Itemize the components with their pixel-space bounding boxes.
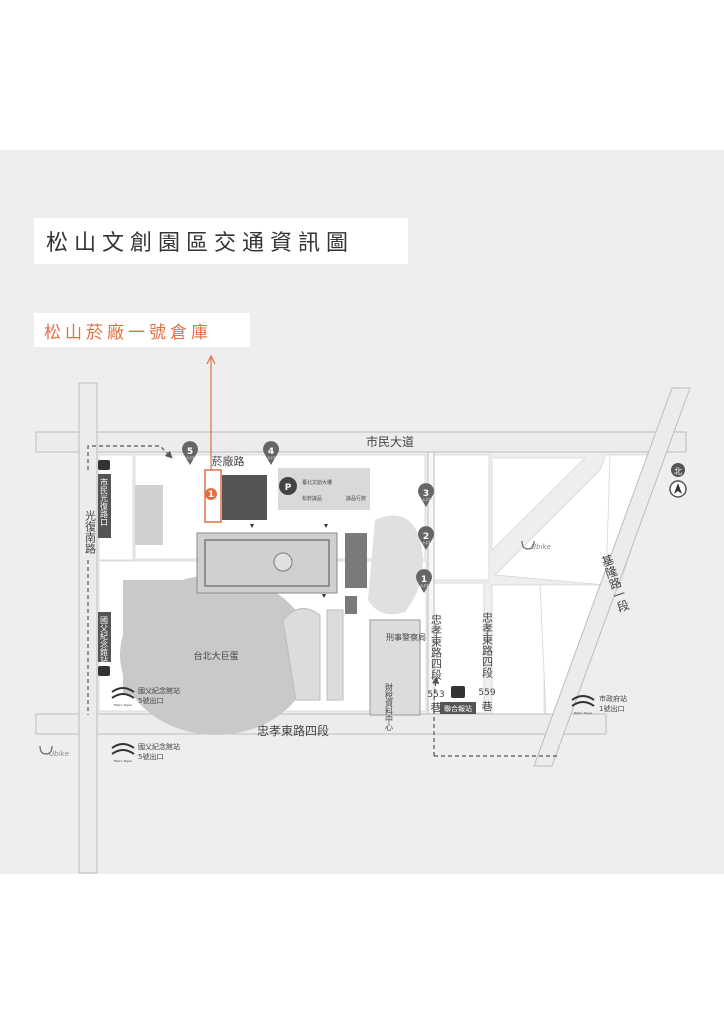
target-building-label: 松山菸廠一號倉庫 (34, 313, 250, 347)
road-label-guangfu: 光復南路 (84, 509, 97, 555)
bus-icon (451, 686, 465, 698)
gate-pin-icon: 1 入口 (416, 569, 432, 593)
bus-stop-guangfu: 市民光復路口 (98, 460, 111, 538)
road-label-lane-559: 忠孝東路四段 (481, 612, 494, 679)
bus-stop-lane-label: 聯合報站 (444, 704, 472, 713)
bus-stop-memorial-label: 國父紀念館站 (100, 616, 109, 665)
gate-1-label: 入口 (420, 583, 428, 588)
metro-exit5b-station: 國父紀念館站 (138, 742, 180, 751)
metro-brand: Metro Taipei (114, 759, 132, 763)
lane-559-suffix: 巷 (482, 700, 493, 713)
parking-icon (279, 477, 297, 495)
metro-cityhall-station: 市政府站 (599, 694, 627, 703)
walking-routes (87, 445, 558, 757)
dome-label: 台北大巨蛋 (193, 650, 238, 662)
site-features (120, 468, 423, 735)
tax-label: 財稅資料中心 (385, 682, 394, 731)
compass-icon: 北 (669, 463, 687, 498)
gate-3-number: 3 (423, 489, 429, 499)
ubike-label: Ubike (49, 750, 69, 758)
road-label-yancheng: 菸廠路 (212, 454, 245, 468)
parking-label: P (285, 483, 292, 493)
gate-pins: 1 入口 2 入口 3 入口 4 入口 5 入口 (182, 441, 434, 593)
gate-pin-icon: 2 入口 (418, 526, 434, 550)
ubike-icon: Ubike (521, 540, 551, 551)
lane-559-number: 559 (478, 688, 495, 698)
gate-4-label: 入口 (267, 455, 275, 460)
police-label-text: 刑事警察局 (386, 632, 426, 642)
road-label-zhongxiao: 忠孝東路四段 (257, 723, 329, 738)
compass-label: 北 (674, 467, 682, 476)
gate-2-label: 入口 (422, 540, 430, 545)
target-marker-label: 1 (208, 490, 214, 500)
gate-5-label: 入口 (186, 455, 194, 460)
metro-exit5-exit: 5號出口 (138, 696, 163, 705)
entrance-arrows (250, 524, 328, 598)
main-factory-building (196, 532, 338, 594)
metro-exit5-station: 國父紀念館站 (138, 686, 180, 695)
warehouse-block (222, 475, 267, 520)
metro-exit5b-exit: 5號出口 (138, 752, 163, 761)
bus-stop-guangfu-label: 市民光復路口 (100, 477, 109, 526)
gate-4-number: 4 (268, 447, 274, 457)
metro-brand: Metro Taipei (114, 703, 132, 707)
eslite-hotel-label: 臺北文創大樓 (302, 479, 332, 486)
metro-exit-5b: Metro Taipei 國父紀念館站 5號出口 (111, 742, 180, 763)
bus-icon (98, 460, 110, 470)
gate-pin-icon: 4 入口 (263, 441, 279, 465)
eslite-store-label: 誠品行旅 (346, 495, 366, 502)
gate-pin-icon: 3 入口 (418, 483, 434, 507)
metro-icon (571, 695, 595, 707)
lane-553-number: 553 (427, 690, 444, 700)
gate-3-label: 入口 (422, 497, 430, 502)
road-label-shimin: 市民大道 (366, 434, 414, 449)
bus-stop-memorial: 國父紀念館站 (98, 612, 111, 676)
gate-pin-icon: 5 入口 (182, 441, 198, 465)
eslite-mall-label: 松菸誠品 (302, 495, 322, 502)
metro-icon (111, 743, 135, 755)
target-marker (205, 488, 217, 500)
gate-2-number: 2 (423, 532, 429, 542)
bus-stop-lane: 聯合報站 (440, 686, 476, 714)
metro-icon (111, 687, 135, 699)
metro-exit-cityhall: Metro Taipei 市政府站 1號出口 (571, 694, 627, 715)
page-title: 松山文創園區交通資訊圖 (34, 218, 408, 264)
metro-brand: Metro Taipei (574, 711, 592, 715)
metro-exit-5: Metro Taipei 國父紀念館站 5號出口 (111, 686, 180, 707)
lane-553-suffix: 巷 (431, 701, 442, 714)
gate-5-number: 5 (187, 447, 193, 457)
road-label-lane-553: 忠孝東路四段 (430, 614, 443, 681)
police-label: 刑事警察局 (386, 632, 426, 642)
target-leader (206, 354, 216, 470)
ubike-label: Ubike (531, 543, 551, 551)
ubike-icon: Ubike (39, 745, 69, 758)
roads (35, 382, 691, 874)
bus-icon (98, 666, 110, 676)
metro-cityhall-exit: 1號出口 (599, 704, 624, 713)
gate-1-number: 1 (421, 575, 427, 585)
